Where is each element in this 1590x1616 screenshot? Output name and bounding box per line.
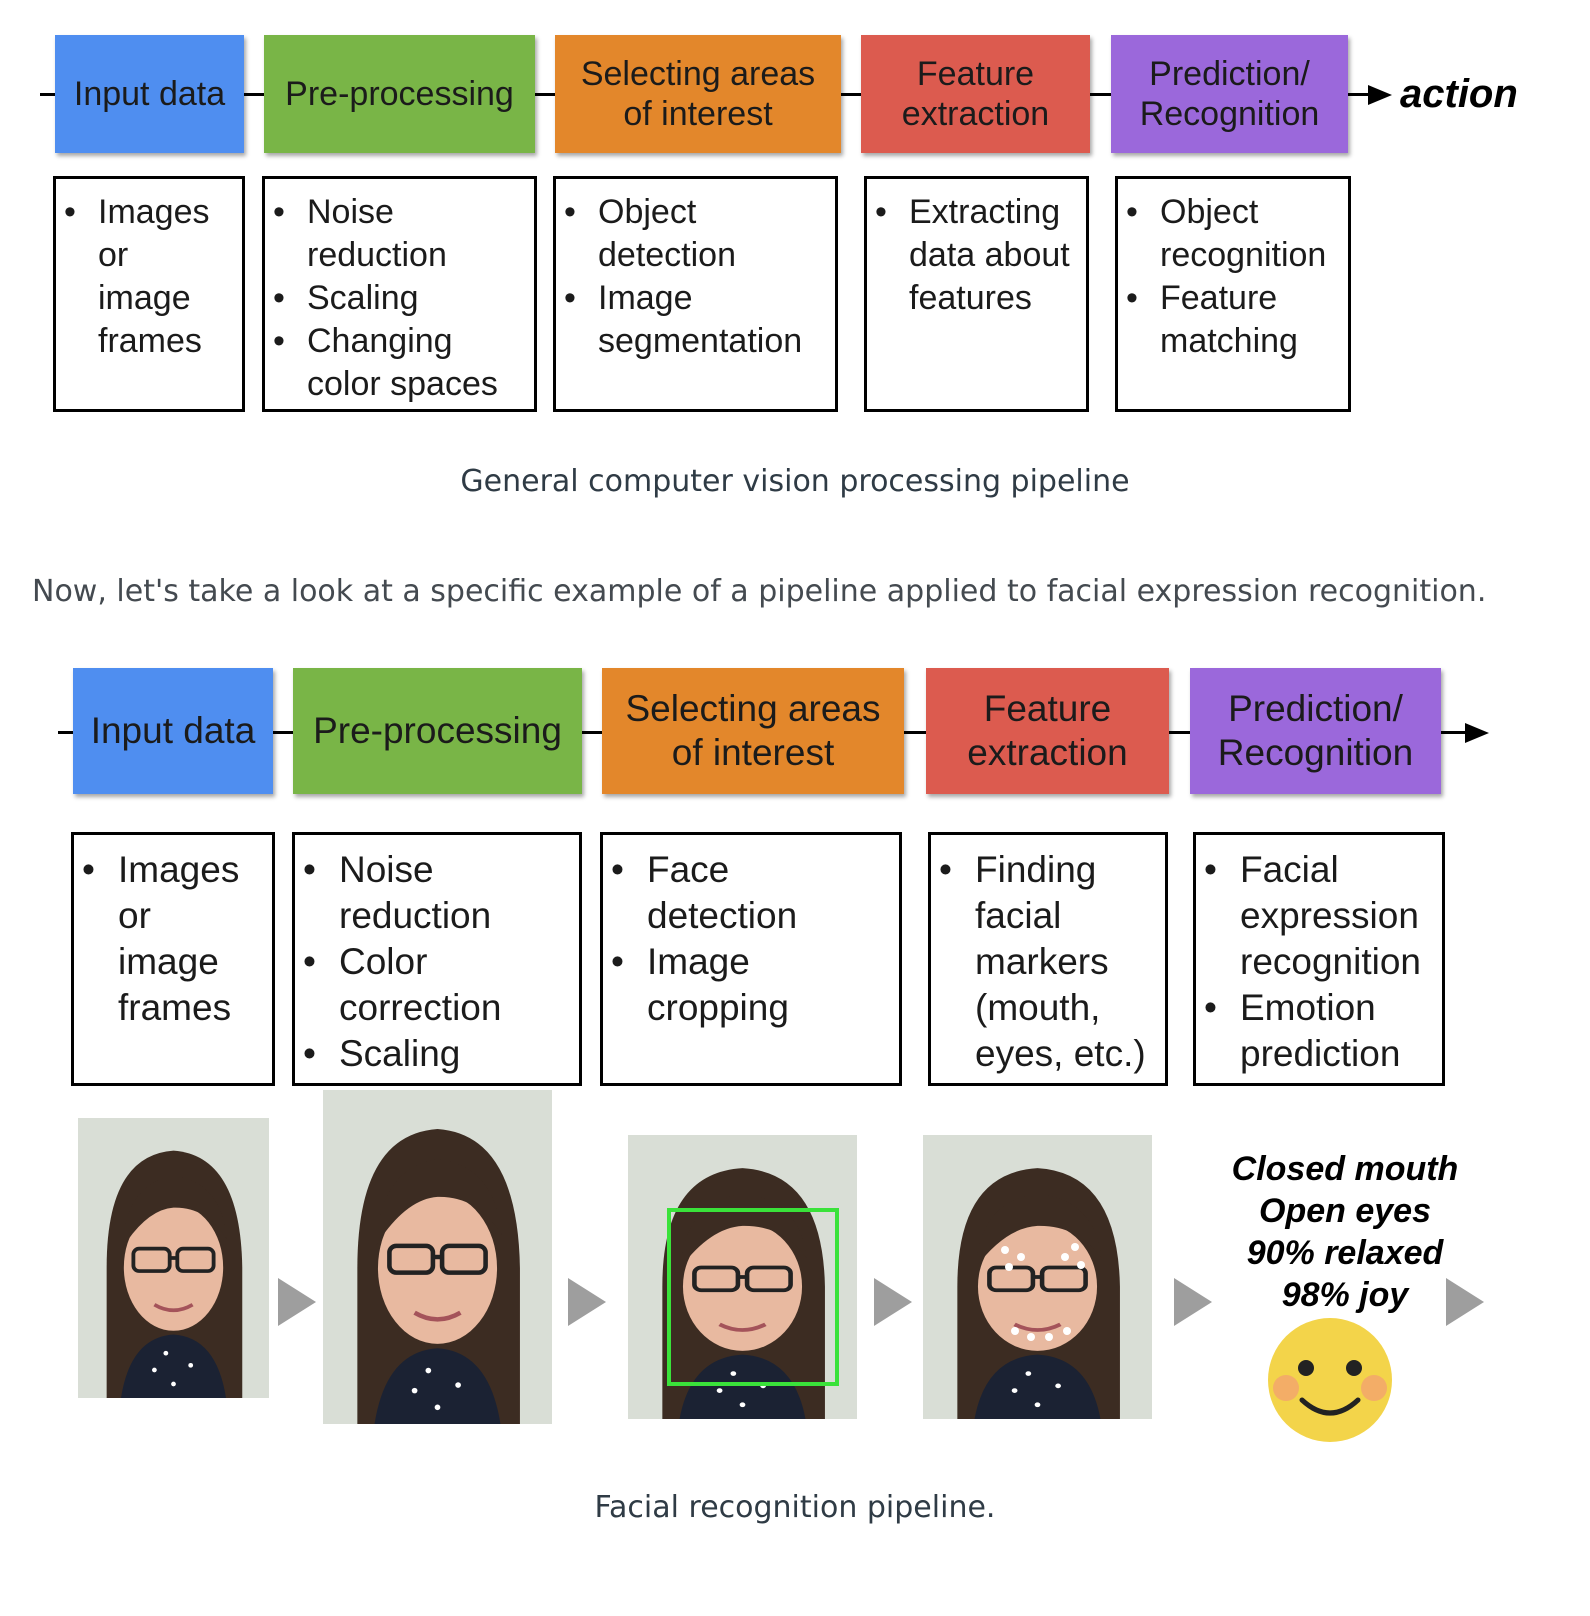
bullet-item: Feature matching	[1118, 277, 1348, 363]
stage-details-pre-processing: Noise reduction Scaling Changing color s…	[262, 176, 537, 412]
stage-feature-extraction: Feature extraction	[861, 35, 1090, 153]
step-arrow-icon	[278, 1278, 316, 1326]
stage-label: Prediction/ Recognition	[1217, 688, 1414, 773]
stage-details-prediction: Object recognition Feature matching	[1115, 176, 1351, 412]
stage-label: Input data	[73, 74, 226, 113]
stage-label: Prediction/ Recognition	[1139, 54, 1320, 133]
stage-feature-extraction: Feature extraction	[926, 668, 1169, 794]
stage-pre-processing: Pre-processing	[264, 35, 535, 153]
bullet-item: Noise reduction	[295, 847, 579, 939]
stage-label: Pre-processing	[313, 710, 562, 752]
stage-selecting-areas: Selecting areas of interest	[602, 668, 904, 794]
bullet-item: Noise reduction	[265, 191, 534, 277]
result-line: Open eyes	[1259, 1192, 1431, 1230]
stage-details-prediction: Facial expression recognition Emotion pr…	[1193, 832, 1445, 1086]
step-arrow-icon	[568, 1278, 606, 1326]
stage-prediction: Prediction/ Recognition	[1190, 668, 1441, 794]
arrow-right-icon	[1465, 723, 1489, 743]
bullet-item: Emotion prediction	[1196, 985, 1442, 1077]
result-line: Closed mouth	[1231, 1150, 1459, 1188]
bullet-item: Facial expression recognition	[1196, 847, 1442, 985]
step-arrow-icon	[874, 1278, 912, 1326]
stage-selecting-areas: Selecting areas of interest	[555, 35, 841, 153]
stage-prediction: Prediction/ Recognition	[1111, 35, 1348, 153]
action-label: action	[1400, 72, 1518, 116]
bullet-item: Images or image frames	[74, 847, 272, 1031]
smiley-face-icon	[1268, 1318, 1392, 1442]
result-line: 90% relaxed	[1246, 1234, 1444, 1272]
step-arrow-icon	[1174, 1278, 1212, 1326]
intro-paragraph: Now, let's take a look at a specific exa…	[32, 574, 1487, 609]
bullet-item: Changing color spaces	[265, 320, 534, 406]
stage-label: Feature extraction	[901, 54, 1050, 133]
step-arrow-icon	[1446, 1278, 1484, 1326]
bullet-item: Image segmentation	[556, 277, 835, 363]
stage-label: Selecting areas of interest	[625, 688, 881, 773]
result-line: 98% joy	[1281, 1276, 1409, 1314]
bullet-item: Color correction	[295, 939, 579, 1031]
bullet-item: Scaling	[265, 277, 534, 320]
bullet-item: Extracting data about features	[867, 191, 1086, 320]
stage-label: Feature extraction	[967, 688, 1128, 773]
stage-details-selecting-areas: Object detection Image segmentation	[553, 176, 838, 412]
face-bounding-box	[667, 1208, 839, 1386]
stage-details-input-data: Images or image frames	[71, 832, 275, 1086]
stage-label: Pre-processing	[285, 74, 514, 113]
stage-pre-processing: Pre-processing	[293, 668, 582, 794]
stage-input-data: Input data	[55, 35, 244, 153]
bullet-item: Scaling	[295, 1031, 579, 1077]
bullet-item: Face detection	[603, 847, 899, 939]
facial-pipeline-caption: Facial recognition pipeline.	[594, 1490, 996, 1525]
stage-label: Selecting areas of interest	[580, 54, 816, 133]
stage-details-input-data: Images or image frames	[53, 176, 245, 412]
bullet-item: Finding facial markers (mouth, eyes, etc…	[931, 847, 1165, 1077]
general-pipeline-caption: General computer vision processing pipel…	[460, 464, 1130, 499]
stage-details-selecting-areas: Face detection Image cropping	[600, 832, 902, 1086]
bullet-item: Object detection	[556, 191, 835, 277]
stage-details-feature-extraction: Finding facial markers (mouth, eyes, etc…	[928, 832, 1168, 1086]
bullet-item: Image cropping	[603, 939, 899, 1031]
stage-input-data: Input data	[73, 668, 273, 794]
arrow-right-icon	[1368, 85, 1392, 105]
facial-marker-points	[1001, 1243, 1085, 1341]
stage-details-pre-processing: Noise reduction Color correction Scaling	[292, 832, 582, 1086]
recognition-result: Closed mouth Open eyes 90% relaxed 98% j…	[1215, 1148, 1475, 1316]
bullet-item: Images or image frames	[56, 191, 242, 363]
stage-details-feature-extraction: Extracting data about features	[864, 176, 1089, 412]
bullet-item: Object recognition	[1118, 191, 1348, 277]
stage-label: Input data	[90, 710, 256, 752]
photo-preprocessed	[323, 1090, 552, 1424]
photo-input-frame	[78, 1118, 269, 1398]
